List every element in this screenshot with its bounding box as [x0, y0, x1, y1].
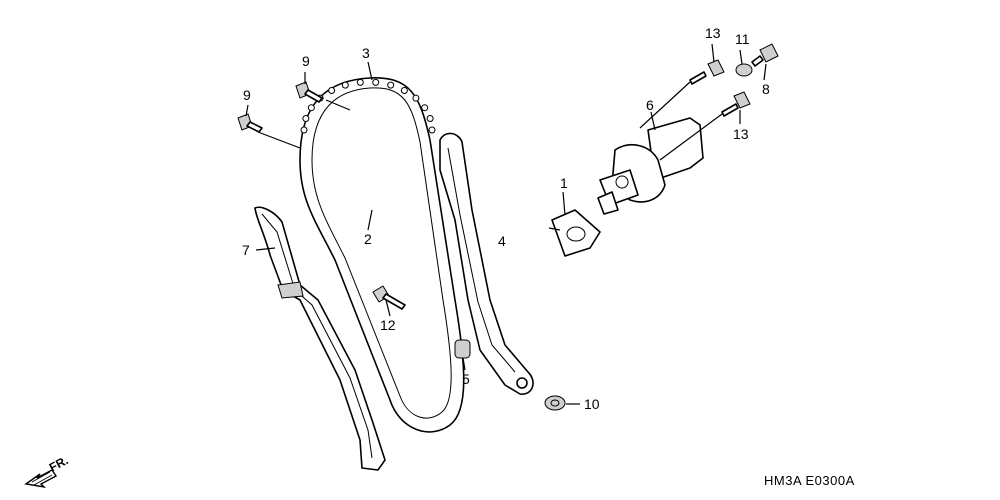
callout-8: 8 — [762, 81, 770, 97]
bolt-9-lower — [237, 113, 263, 133]
callout-7: 7 — [242, 242, 250, 258]
bolt-13-upper — [689, 59, 725, 85]
bolt-8 — [751, 43, 779, 67]
bolt-13-lower — [721, 91, 751, 117]
chain-link — [328, 86, 336, 94]
collar — [454, 339, 471, 359]
callout-9-upper: 9 — [302, 53, 310, 69]
callout-2: 2 — [364, 231, 372, 247]
chain-link — [387, 81, 395, 89]
callout-9-lower: 9 — [243, 87, 251, 103]
chain-link — [426, 115, 434, 123]
callout-1: 1 — [560, 175, 568, 191]
chain-link — [412, 94, 420, 102]
callout-10: 10 — [584, 396, 600, 412]
gasket — [551, 209, 601, 257]
chain-link — [428, 126, 436, 134]
callout-13-lower: 13 — [733, 126, 749, 142]
bolt-9-upper — [295, 81, 323, 103]
front-direction-arrow-icon — [24, 469, 58, 489]
callout-13-upper: 13 — [705, 25, 721, 41]
leader-lines — [245, 43, 767, 405]
washer-10 — [544, 395, 566, 411]
chain-link — [400, 86, 408, 94]
chain-link — [356, 78, 364, 86]
chain-link — [372, 78, 380, 86]
tensioner-slipper — [254, 206, 386, 471]
tensioner-lifter — [597, 117, 704, 215]
callout-5: 5 — [462, 371, 470, 387]
callout-11: 11 — [735, 31, 750, 47]
chain-link — [421, 104, 429, 112]
chain-link — [302, 115, 310, 123]
washer-11 — [735, 63, 753, 77]
chain-link — [341, 81, 349, 89]
chain-link — [300, 126, 308, 134]
callout-12: 12 — [380, 317, 396, 333]
callout-3: 3 — [362, 45, 370, 61]
chain-link — [307, 104, 315, 112]
figure-code: HM3A E0300A — [764, 473, 855, 488]
cam-chain — [299, 77, 465, 433]
callout-4: 4 — [498, 233, 506, 249]
bolt-12 — [372, 285, 406, 310]
callout-6: 6 — [646, 97, 654, 113]
cam-chain-guide — [439, 132, 534, 395]
